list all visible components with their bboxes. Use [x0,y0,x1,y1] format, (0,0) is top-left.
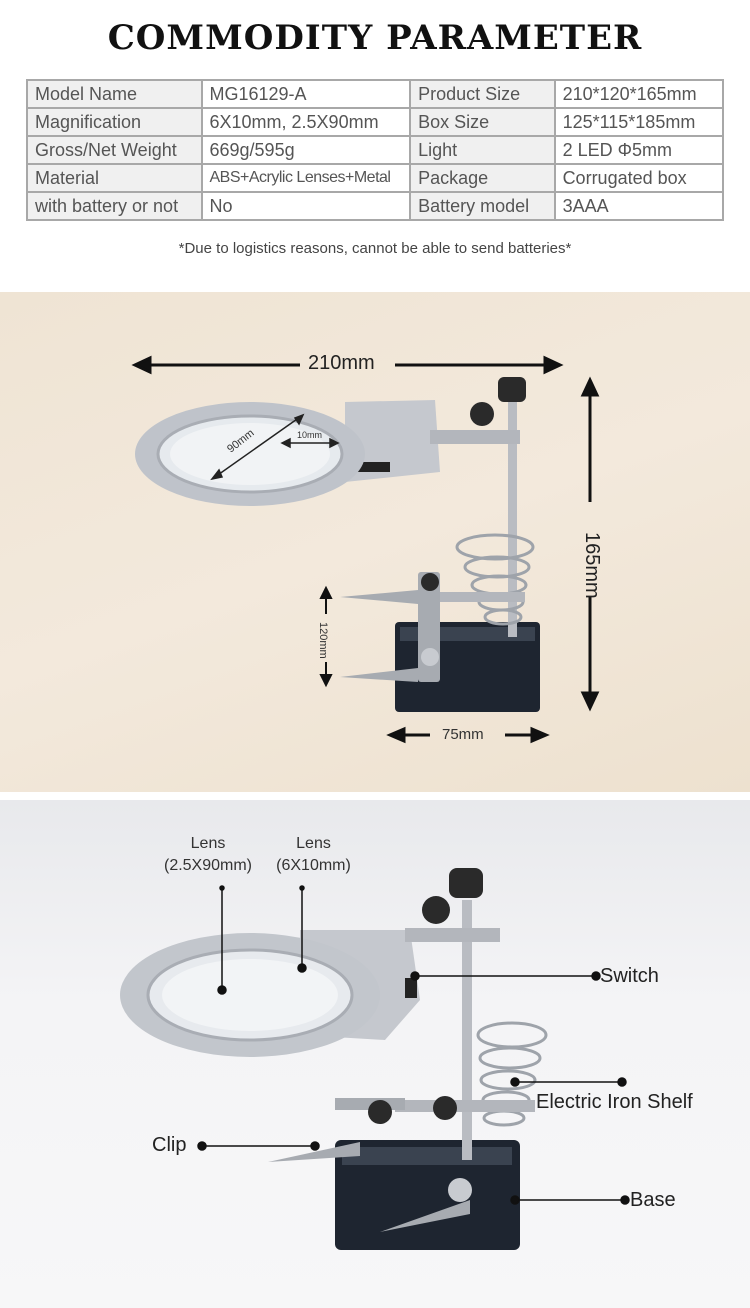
param-value: 6X10mm, 2.5X90mm [200,107,412,137]
param-label: Material [26,163,203,193]
width-dimension: 210mm [308,352,375,374]
param-label: with battery or not [26,191,203,221]
lens-small-dimension: 10mm [297,430,323,440]
base-callout: Base [630,1189,676,1211]
param-label: Box Size [409,107,556,137]
base-dimension: 75mm [442,726,484,743]
lens-small-spec: (6X10mm) [276,857,351,874]
dimension-panel: 210mm 165mm 120mm 75mm 90mm 10mm [0,292,750,792]
battery-note: *Due to logistics reasons, cannot be abl… [178,240,572,257]
param-label: Light [409,135,556,165]
param-value: 125*115*185mm [553,107,725,137]
switch-callout: Switch [600,965,659,987]
page-title: COMMODITY PARAMETER [107,18,643,58]
lens-large-spec: (2.5X90mm) [163,857,253,874]
param-value: 669g/595g [200,135,412,165]
base-shape-2 [335,1140,520,1250]
iron-shelf-callout: Electric Iron Shelf [536,1091,693,1113]
lens-large-title: Lens [190,835,226,852]
param-value: Corrugated box [553,163,725,193]
spring-coil [455,533,535,626]
param-label: Product Size [409,79,556,109]
param-label: Gross/Net Weight [26,135,203,165]
lens-small-title: Lens [296,835,331,852]
height-dimension: 165mm [581,532,603,599]
lens-small-callout: Lens (6X10mm) [266,833,361,877]
features-panel: Lens (2.5X90mm) Lens (6X10mm) Switch Ele… [0,800,750,1308]
features-illustration [120,868,630,1250]
lens-large-callout: Lens (2.5X90mm) [158,833,258,877]
param-value: MG16129-A [200,79,412,109]
param-value: No [200,191,412,221]
depth-dimension: 120mm [317,622,329,659]
param-label: Package [409,163,556,193]
clip-callout: Clip [152,1134,187,1156]
param-value: ABS+Acrylic Lenses+Metal [200,163,412,193]
param-value: 2 LED Φ5mm [553,135,725,165]
param-label: Magnification [26,107,203,137]
param-label: Battery model [409,191,556,221]
param-value: 210*120*165mm [553,79,725,109]
param-label: Model Name [26,79,203,109]
dimension-illustration [131,355,600,744]
param-value: 3AAA [553,191,725,221]
